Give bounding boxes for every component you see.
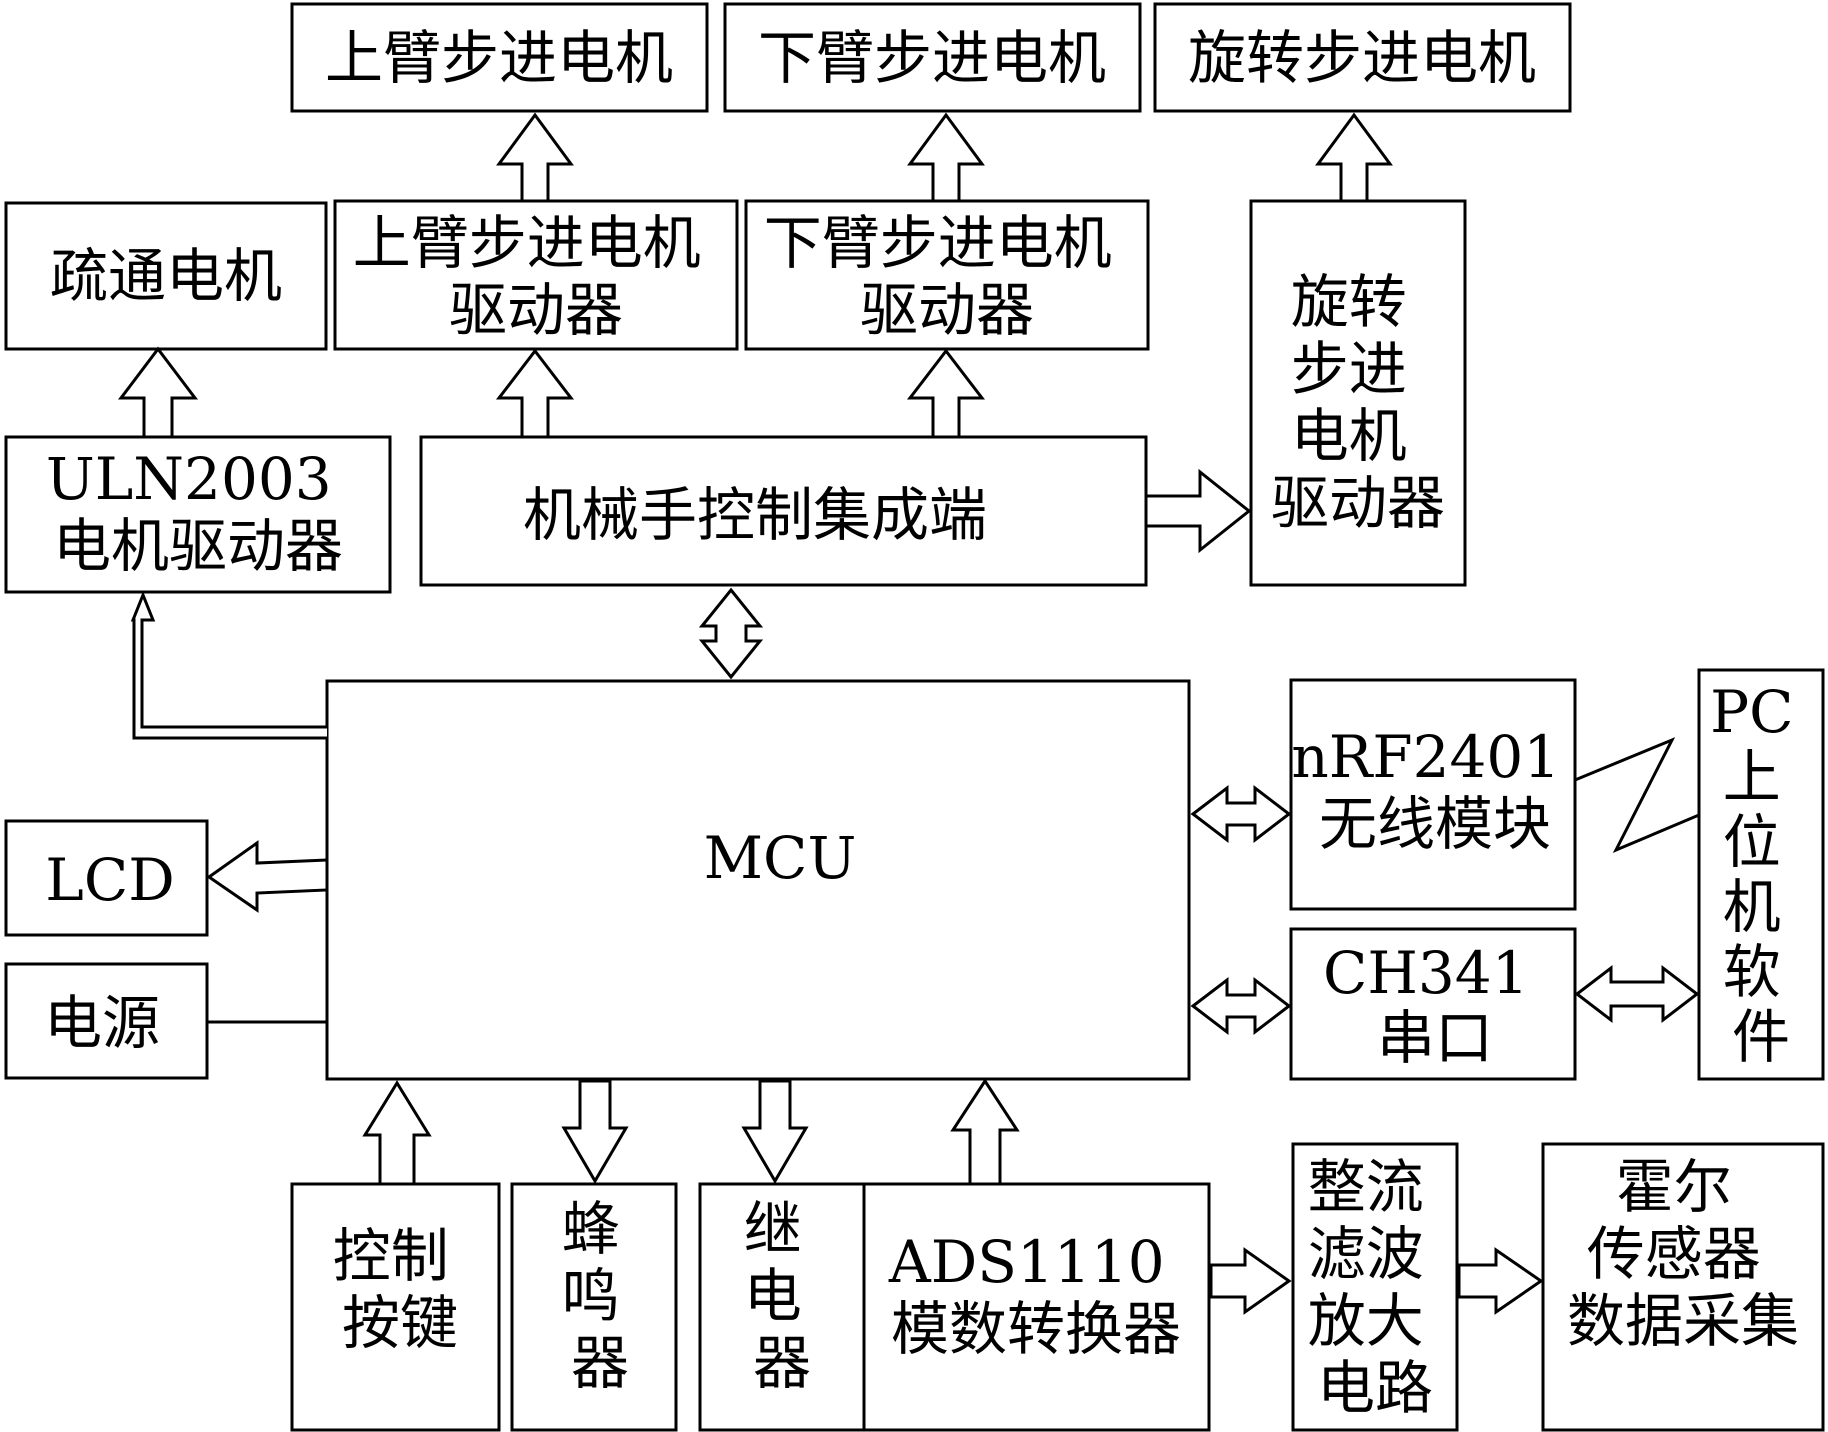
box-dredge-motor (4, 201, 328, 351)
arrow-upper-driver-to-motor (496, 112, 574, 203)
arrow-uln2003-to-dredge-motor (117, 346, 199, 439)
label-pc-software: PC 上 位 机 软 件 (1710, 678, 1812, 1071)
label-rotate-motor-driver: 旋转 步进 电机 驱动器 (1271, 268, 1445, 537)
label-nrf2401: nRF2401 无线模块 (1291, 723, 1578, 858)
arrow-mcu-to-relay (741, 1079, 809, 1184)
arrow-lower-driver-to-motor (907, 112, 985, 203)
arrow-mcu-to-buzzer (561, 1079, 629, 1184)
arrow-keys-to-mcu (362, 1080, 432, 1186)
box-control-keys (290, 1182, 501, 1432)
label-lower-arm-driver: 下臂步进电机 驱动器 (764, 209, 1130, 344)
box-ch341 (1289, 927, 1577, 1081)
label-uln2003-driver: ULN2003 电机驱动器 (46, 445, 350, 580)
label-buzzer: 蜂 鸣 器 (562, 1195, 638, 1397)
arrow-rotate-driver-to-motor (1315, 112, 1393, 203)
box-uln2003-driver (4, 435, 392, 594)
box-lower-arm-motor (723, 2, 1142, 113)
box-hall-sensor (1541, 1142, 1825, 1432)
box-upper-arm-motor (290, 2, 709, 113)
arrow-hall-to-filter (1457, 1247, 1544, 1315)
box-rectifier-filter (1291, 1142, 1459, 1432)
label-dredge-motor: 疏通电机 (50, 242, 282, 310)
box-lcd (4, 819, 209, 937)
arrow-mcu-ch341-bidirectional (1190, 976, 1292, 1036)
box-mcu (325, 679, 1191, 1081)
arrow-mcu-to-uln2003 (130, 590, 327, 740)
label-rotate-motor: 旋转步进电机 (1188, 24, 1536, 92)
arrow-mcu-to-lcd (206, 840, 329, 913)
arrow-manip-to-upper-driver (495, 348, 575, 439)
label-ch341: CH341 串口 (1323, 939, 1547, 1072)
label-manipulator-integration: 机械手控制集成端 (523, 481, 987, 549)
label-hall-sensor: 霍尔 传感器 数据采集 (1567, 1153, 1799, 1355)
box-rotate-motor-driver (1249, 199, 1467, 587)
label-control-keys: 控制 按键 (333, 1222, 467, 1357)
arrow-ads1110-to-mcu (950, 1078, 1020, 1186)
box-buzzer (510, 1182, 678, 1432)
label-ads1110: ADS1110 模数转换器 (888, 1228, 1183, 1363)
arrow-mcu-manip-bidirectional (698, 587, 764, 680)
wireless-link-zigzag (1574, 737, 1700, 853)
box-lower-arm-driver (744, 199, 1150, 351)
arrow-filter-to-ads1110 (1209, 1247, 1292, 1315)
label-mcu: MCU (704, 824, 857, 892)
label-upper-arm-motor: 上臂步进电机 (325, 24, 673, 92)
label-relay: 继 电 器 (744, 1195, 820, 1397)
box-pc-software (1697, 668, 1825, 1081)
arrow-manip-to-rotate-driver (1144, 468, 1252, 554)
label-lower-arm-motor: 下臂步进电机 (758, 24, 1106, 92)
label-lcd: LCD (45, 846, 174, 914)
label-upper-arm-driver: 上臂步进电机 驱动器 (353, 209, 719, 344)
box-ads1110 (862, 1182, 1211, 1432)
arrow-ch341-pc-bidirectional (1574, 964, 1700, 1024)
arrow-mcu-nrf-bidirectional (1190, 784, 1292, 844)
box-rotate-motor (1153, 2, 1572, 113)
box-nrf2401 (1289, 678, 1577, 911)
label-rectifier-filter: 整流 滤波 放大 电路 (1308, 1153, 1442, 1422)
arrow-manip-to-lower-driver (906, 348, 986, 439)
box-upper-arm-driver (333, 199, 739, 351)
box-relay (698, 1182, 866, 1432)
label-power: 电源 (44, 989, 160, 1057)
box-manipulator-integration (419, 435, 1148, 587)
box-power (4, 962, 209, 1080)
